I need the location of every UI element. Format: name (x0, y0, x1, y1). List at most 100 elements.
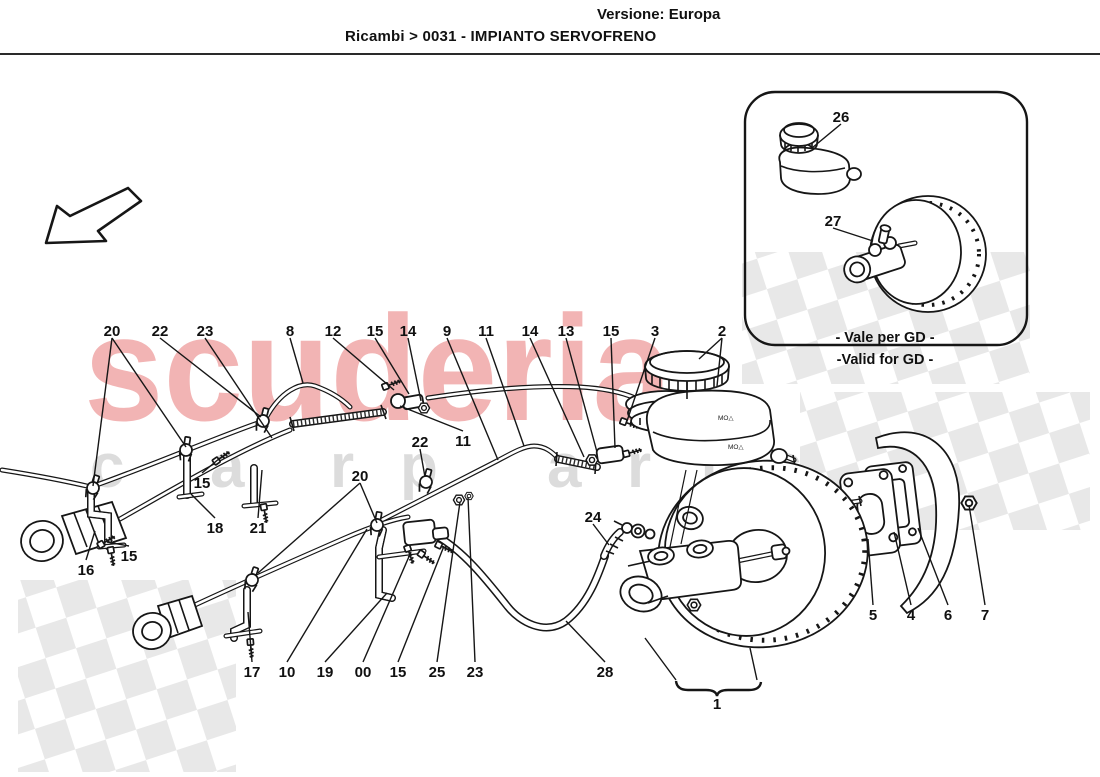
callout-14: 14 (400, 323, 417, 340)
inset-reservoir (778, 122, 862, 195)
leader-line (397, 545, 445, 663)
callout-23: 23 (197, 323, 214, 340)
inset-brake-booster (843, 195, 987, 313)
callout-24: 24 (585, 509, 602, 526)
leader-line (257, 469, 263, 519)
direction-arrow-icon (44, 186, 143, 245)
reservoir-marks: MO△MO△ (718, 415, 744, 451)
callout-28: 28 (597, 664, 614, 681)
leader-line (257, 482, 361, 574)
gd-variant-inset: - Vale per GD - -Valid for GD - (743, 90, 1029, 368)
union-fitting (585, 444, 644, 466)
callout-15: 15 (390, 664, 407, 681)
callout-7: 7 (981, 607, 989, 624)
leader-line (867, 538, 874, 606)
callout-4: 4 (907, 607, 916, 624)
leader-line (565, 337, 598, 453)
leader-line (529, 337, 585, 458)
leader-line (190, 493, 216, 519)
leader-line (324, 592, 388, 663)
callout-12: 12 (325, 323, 342, 340)
leader-line (286, 528, 368, 663)
callout-18: 18 (207, 520, 224, 537)
leader-line (247, 611, 253, 663)
callout-15: 15 (603, 323, 620, 340)
callout-15: 15 (121, 548, 138, 565)
callout-10: 10 (279, 664, 296, 681)
callout-9: 9 (443, 323, 451, 340)
header-divider (0, 53, 1100, 55)
callout-21: 21 (250, 520, 267, 537)
elbow-banjo-bolt (613, 520, 633, 534)
callout-11: 11 (478, 323, 494, 340)
callout-23: 23 (467, 664, 484, 681)
callout-5: 5 (869, 607, 877, 624)
callout-14: 14 (522, 323, 539, 340)
fluid-reservoir (625, 389, 788, 467)
leader-line (716, 337, 723, 387)
leader-line (399, 405, 464, 432)
inset-caption-it: - Vale per GD - (835, 330, 934, 346)
callout-15: 15 (194, 475, 211, 492)
leader-line (362, 551, 412, 663)
assembly-brace (644, 637, 763, 697)
leader-line (610, 337, 616, 449)
leader-line (698, 337, 723, 360)
leader-line (467, 496, 476, 663)
callout-27: 27 (825, 213, 842, 230)
leader-line (106, 541, 130, 547)
inset-border (743, 90, 1029, 347)
callout-25: 25 (429, 664, 446, 681)
leader-line (204, 337, 273, 439)
callout-3: 3 (651, 323, 659, 340)
hose-end-fitting (132, 594, 204, 650)
callout-19: 19 (317, 664, 334, 681)
leader-line (626, 337, 656, 422)
leader-line (592, 523, 610, 546)
leader-line (565, 620, 606, 663)
leader-line (92, 337, 113, 487)
leader-line (811, 123, 842, 149)
leader-line (201, 457, 221, 474)
callout-20: 20 (104, 323, 121, 340)
callout-8: 8 (286, 323, 294, 340)
callout-26: 26 (833, 109, 850, 126)
callout-22: 22 (152, 323, 169, 340)
banjo-fitting (380, 377, 431, 414)
alignment-line (669, 469, 698, 548)
tagline-letter: r (627, 432, 651, 501)
master-cylinder (619, 523, 742, 613)
watermark: scuderia carparts (18, 252, 1090, 772)
callout-17: 17 (244, 664, 261, 681)
leader-line (485, 337, 525, 447)
breadcrumb[interactable]: Ricambi > 0031 - IMPIANTO SERVOFRENO (345, 28, 657, 45)
leader-line (446, 337, 499, 461)
leader-line (407, 337, 422, 402)
leader-line (85, 530, 96, 561)
callout-2: 2 (718, 323, 726, 340)
inset-caption-en: -Valid for GD - (837, 352, 934, 368)
callout-1: 1 (713, 696, 721, 713)
leader-line (159, 337, 262, 418)
leader-line (374, 337, 410, 395)
leader-line (419, 448, 426, 478)
leader-line (436, 501, 461, 663)
leader-line (289, 337, 304, 384)
callout-00: 00 (355, 664, 372, 681)
leader-line (332, 337, 395, 391)
callout-16: 16 (78, 562, 95, 579)
callout-20: 20 (352, 468, 369, 485)
reservoir-cap (644, 350, 730, 399)
version-label: Versione: Europa (597, 6, 721, 23)
leader-line (832, 227, 874, 242)
mounting-plate (874, 431, 960, 615)
inset-bolt (877, 224, 892, 245)
checker-flag-watermark (18, 580, 236, 772)
reservoir-mark: MO△ (718, 415, 734, 422)
leader-line (359, 482, 378, 524)
callout-6: 6 (944, 607, 952, 624)
clips-and-brackets (83, 377, 644, 660)
leader-line (111, 337, 187, 448)
